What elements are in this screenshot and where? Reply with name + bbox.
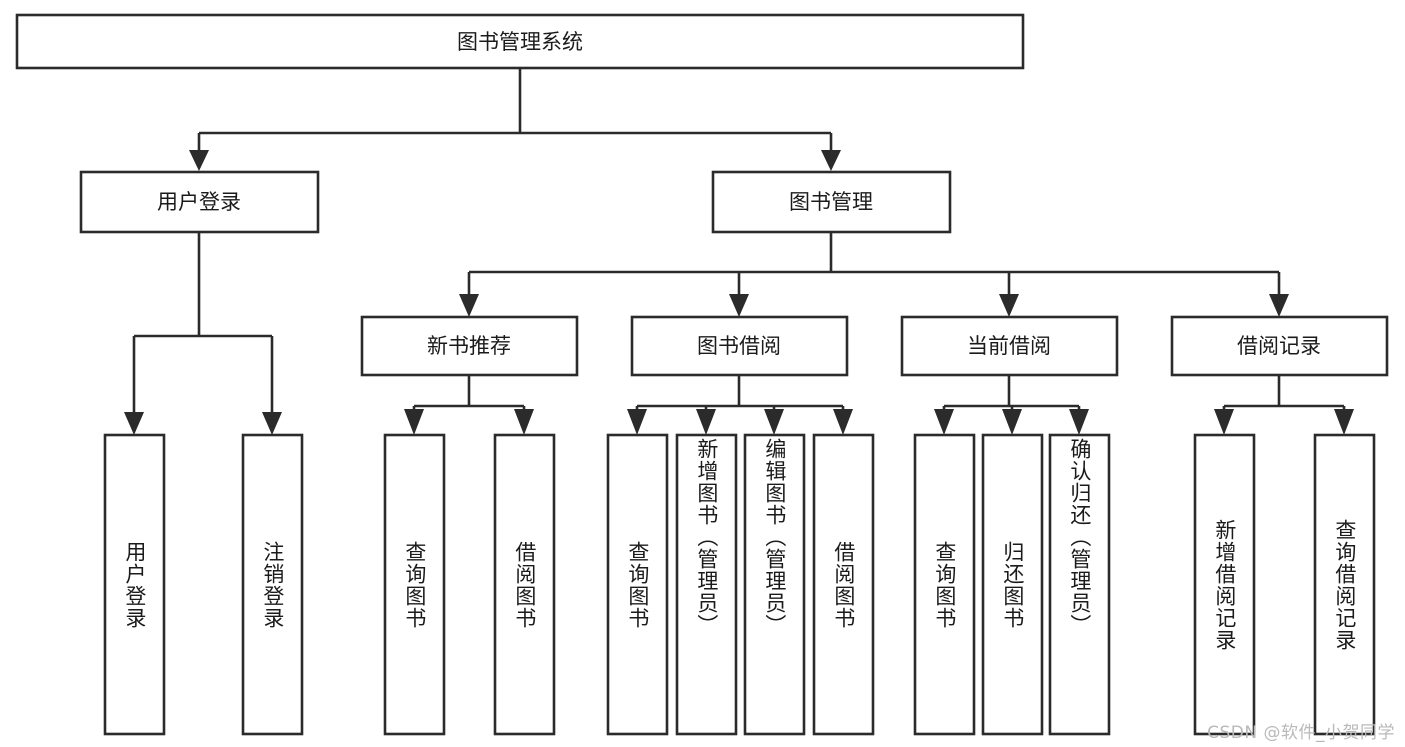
leaf-box-return-book[interactable]: [981, 433, 1044, 736]
node-current-borrow-box[interactable]: [900, 315, 1119, 377]
arrow-head-bb-leaf-3: [764, 409, 784, 435]
arrow-head-nbr-leaf-1: [404, 409, 424, 435]
leaf-box-query-book-2[interactable]: [606, 433, 669, 736]
leaf-box-logout[interactable]: [241, 433, 304, 736]
node-new-book-recommend-box[interactable]: [360, 315, 579, 377]
node-root[interactable]: 图书管理系统: [15, 13, 1025, 70]
node-root-label: 图书管理系统: [457, 30, 583, 54]
connector-layer: [124, 68, 1354, 435]
node-book-borrow-box[interactable]: [630, 315, 849, 377]
arrow-head-book-borrow: [729, 294, 749, 317]
arrow-head-br-leaf-2: [1334, 409, 1354, 435]
arrow-head-bb-leaf-1: [627, 409, 647, 435]
node-user-login-box[interactable]: [79, 170, 320, 234]
node-book-manage-label: 图书管理: [789, 190, 873, 214]
leaf-box-query-book-1[interactable]: [383, 433, 446, 736]
node-borrow-record[interactable]: 借阅记录: [1170, 315, 1389, 377]
leaf-box-query-record[interactable]: [1313, 433, 1376, 736]
leaf-box-borrow-book-1[interactable]: [493, 433, 556, 736]
node-book-borrow[interactable]: 图书借阅: [630, 315, 849, 377]
csdn-watermark: CSDN @软件_小贺同学: [1207, 723, 1395, 743]
leaf-box-edit-book[interactable]: [743, 433, 806, 736]
arrow-head-borrow-record: [1269, 294, 1289, 317]
arrow-head-nbr-leaf-2: [514, 409, 534, 435]
node-root-box[interactable]: [15, 13, 1025, 70]
arrow-head-cb-leaf-1: [934, 409, 954, 435]
leaf-box-add-book[interactable]: [675, 433, 738, 736]
node-current-borrow-label: 当前借阅: [967, 334, 1051, 358]
arrow-head-leaf-logout: [262, 412, 282, 435]
node-layer: 图书管理系统 用户登录 图书管理 新书推荐 图书借阅 当前: [15, 13, 1389, 736]
node-current-borrow[interactable]: 当前借阅: [900, 315, 1119, 377]
node-user-login-label: 用户登录: [157, 190, 241, 214]
node-borrow-record-label: 借阅记录: [1237, 334, 1321, 358]
leaf-box-user-login[interactable]: [103, 433, 166, 736]
arrow-head-leaf-user-login: [124, 412, 144, 435]
node-user-login[interactable]: 用户登录: [79, 170, 320, 234]
node-borrow-record-box[interactable]: [1170, 315, 1389, 377]
node-book-manage[interactable]: 图书管理: [711, 170, 952, 234]
arrow-head-br-leaf-1: [1214, 409, 1234, 435]
arrow-head-bb-leaf-4: [833, 409, 853, 435]
arrow-head-bb-leaf-2: [696, 409, 716, 435]
arrow-head-cb-leaf-2: [1002, 409, 1022, 435]
node-book-borrow-label: 图书借阅: [697, 334, 781, 358]
node-new-book-recommend[interactable]: 新书推荐: [360, 315, 579, 377]
arrow-head-current-borrow: [999, 294, 1019, 317]
leaf-box-confirm-return[interactable]: [1048, 433, 1111, 736]
arrow-head-cb-leaf-3: [1069, 409, 1089, 435]
arrow-head-new-book-recommend: [459, 294, 479, 317]
arrow-head-user-login: [189, 150, 209, 171]
arrow-head-book-manage: [821, 150, 841, 171]
leaf-box-borrow-book-2[interactable]: [812, 433, 875, 736]
leaf-box-add-record[interactable]: [1193, 433, 1256, 736]
node-book-manage-box[interactable]: [711, 170, 952, 234]
node-new-book-recommend-label: 新书推荐: [427, 334, 511, 358]
leaf-box-query-book-3[interactable]: [913, 433, 976, 736]
